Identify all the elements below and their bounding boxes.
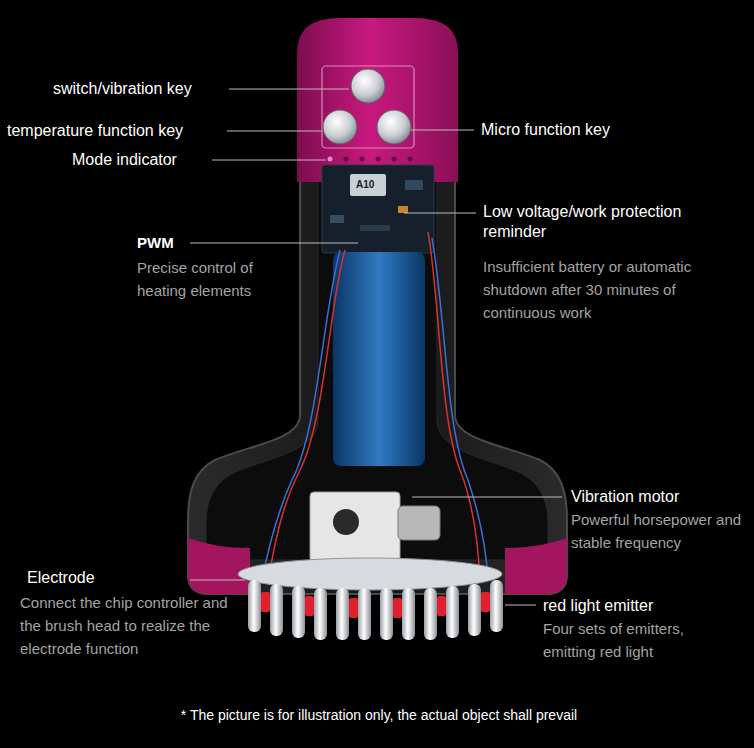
- red-light-emitters-part: [393, 598, 402, 618]
- leader-lines-part: [505, 605, 536, 606]
- leader-lines-part: [412, 497, 562, 498]
- circuit-board-part: [322, 165, 434, 253]
- battery-part: [333, 252, 425, 466]
- callout-title: Micro function key: [481, 120, 610, 140]
- leader-lines-part: [190, 580, 245, 581]
- leader-lines-part: [229, 89, 349, 90]
- callout-description: Connect the chip controller and the brus…: [20, 591, 248, 660]
- vibration-motor-part: [310, 492, 400, 562]
- magenta-cap-part: [297, 18, 458, 182]
- red-light-emitters-part: [437, 596, 446, 616]
- leader-lines-part: [411, 130, 474, 131]
- device-body-part: [188, 538, 250, 594]
- circuit-board-part: [360, 225, 390, 231]
- red-light-emitters-part: [305, 596, 314, 616]
- mode-indicator-dots-part: [344, 157, 349, 162]
- brush-head-part: [292, 586, 305, 638]
- mode-indicator-dots-part: [376, 157, 381, 162]
- callout-title: Mode indicator: [72, 150, 177, 170]
- leader-lines-part: [227, 131, 322, 132]
- brush-head-part: [424, 588, 437, 640]
- circuit-board-part: [405, 180, 423, 190]
- control-buttons-part: [351, 69, 385, 103]
- callout-title: Vibration motor: [571, 487, 679, 507]
- brush-head-part: [380, 588, 393, 640]
- red-light-emitters-part: [261, 592, 270, 612]
- leader-lines-part: [404, 213, 476, 214]
- brush-head-part: [468, 584, 481, 636]
- callout-description: Four sets of emitters, emitting red ligh…: [543, 617, 733, 663]
- leader-lines: [190, 89, 562, 605]
- callout-title: temperature function key: [7, 121, 183, 141]
- callout-description: Insufficient battery or automatic shutdo…: [483, 255, 723, 324]
- brush-head-part: [358, 588, 371, 640]
- leader-lines-part: [212, 160, 326, 161]
- circuit-board-part: [330, 215, 344, 223]
- brush-head-part: [446, 586, 459, 638]
- brush-head-part: [270, 584, 283, 636]
- brush-head-part: [314, 588, 327, 640]
- brush-head-part: [248, 580, 261, 632]
- callout-title: PWM: [137, 233, 174, 253]
- magenta-cap-part: [322, 66, 414, 148]
- callout-title: red light emitter: [543, 596, 653, 616]
- leader-lines-part: [190, 243, 358, 244]
- control-buttons: [323, 69, 411, 144]
- mode-indicator-dots-part: [328, 157, 333, 162]
- vibration-motor-part: [333, 509, 359, 535]
- chip-marking: A10: [356, 179, 374, 191]
- control-buttons-part: [377, 110, 411, 144]
- vibration-motor-part: [398, 506, 440, 540]
- vibration-motor: [310, 492, 440, 562]
- callout-title: Electrode: [27, 568, 95, 588]
- brush-head: [238, 558, 503, 640]
- callout-title: Low voltage/work protection reminder: [483, 202, 745, 242]
- magenta-cap: [297, 18, 458, 182]
- brush-head-part: [336, 588, 349, 640]
- circuit-board-part: [398, 206, 408, 213]
- circuit-board-part: [350, 174, 386, 196]
- red-light-emitters-part: [349, 598, 358, 618]
- brush-head-part: [490, 580, 503, 632]
- mode-indicator-dots-part: [392, 157, 397, 162]
- circuit-board: [322, 165, 434, 253]
- callout-description: Powerful horsepower and stable frequency: [571, 508, 749, 554]
- brush-head-part: [402, 588, 415, 640]
- wires: [262, 232, 488, 580]
- mode-indicator-dots: [328, 157, 413, 162]
- caption: * The picture is for illustration only, …: [2, 705, 754, 725]
- device-body-part: [505, 538, 567, 594]
- callout-title: switch/vibration key: [53, 79, 192, 99]
- mode-indicator-dots-part: [408, 157, 413, 162]
- mode-indicator-dots-part: [360, 157, 365, 162]
- battery: [333, 252, 425, 466]
- red-light-emitters: [261, 592, 490, 618]
- callout-description: Precise control of heating elements: [137, 256, 287, 302]
- red-light-emitters-part: [481, 592, 490, 612]
- control-buttons-part: [323, 110, 357, 144]
